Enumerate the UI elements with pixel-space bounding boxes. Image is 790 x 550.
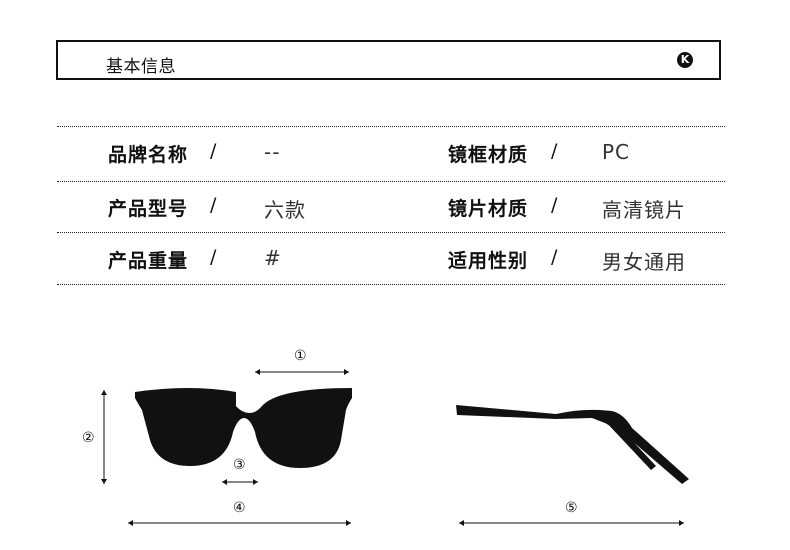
k-logo-icon: K — [677, 52, 693, 68]
header-title: 基本信息 — [106, 57, 176, 77]
spec-label-lens-material: 镜片材质 — [448, 198, 529, 220]
spec-slash: / — [210, 246, 217, 268]
spec-value-gender: 男女通用 — [602, 250, 686, 274]
spec-value-frame-material: PC — [602, 140, 631, 164]
dimension-label-5: ⑤ — [565, 500, 578, 516]
glasses-temple-inner — [604, 419, 656, 470]
dimension-label-3: ③ — [233, 457, 246, 473]
spec-value-model: 六款 — [264, 198, 306, 222]
divider-top — [57, 126, 725, 127]
spec-label-brand: 品牌名称 — [108, 144, 189, 166]
glasses-front-icon — [135, 388, 352, 468]
dimension-label-4: ④ — [233, 500, 246, 516]
spec-slash: / — [551, 246, 558, 268]
dimension-label-1: ① — [294, 348, 307, 364]
basic-info-header: 基本信息 K — [56, 40, 721, 80]
spec-slash: / — [210, 140, 217, 162]
spec-label-gender: 适用性别 — [448, 250, 529, 272]
spec-row-1: 品牌名称 / -- 镜框材质 / PC — [0, 140, 790, 170]
spec-row-2: 产品型号 / 六款 镜片材质 / 高清镜片 — [0, 194, 790, 224]
divider-1 — [57, 181, 725, 182]
divider-bottom — [57, 284, 725, 285]
spec-value-weight: # — [264, 246, 282, 270]
spec-value-lens-material: 高清镜片 — [602, 198, 686, 222]
spec-label-weight: 产品重量 — [108, 250, 189, 272]
spec-slash: / — [551, 140, 558, 162]
glasses-side-icon — [456, 405, 689, 484]
spec-value-brand: -- — [264, 140, 281, 164]
spec-label-model: 产品型号 — [108, 198, 189, 220]
spec-row-3: 产品重量 / # 适用性别 / 男女通用 — [0, 246, 790, 276]
divider-2 — [57, 232, 725, 233]
spec-slash: / — [551, 194, 558, 216]
dimension-label-2: ② — [82, 430, 95, 446]
spec-slash: / — [210, 194, 217, 216]
spec-label-frame-material: 镜框材质 — [448, 144, 529, 166]
